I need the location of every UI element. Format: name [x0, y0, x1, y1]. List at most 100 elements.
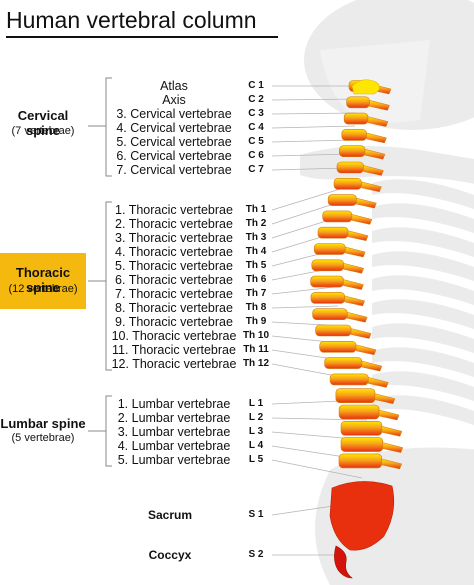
- vertebra-body: [329, 373, 369, 386]
- spinous-process: [351, 214, 373, 225]
- lumbar-spine-label: Lumbar spine: [0, 416, 86, 431]
- spinous-process: [350, 328, 372, 339]
- spinous-process: [381, 425, 403, 437]
- spinous-process: [361, 360, 383, 372]
- vertebra-code: L 4: [248, 440, 264, 451]
- thoracic-count-label: (12 vertebrae): [8, 283, 78, 295]
- vertebra-code: Th 12: [242, 358, 270, 369]
- vertebra-code: Th 5: [245, 260, 267, 271]
- vertebra-label: Axis: [162, 93, 186, 107]
- vertebra-body: [339, 145, 366, 157]
- vertebra-code: Th 11: [243, 344, 269, 355]
- vertebra-code: Th 10: [242, 330, 270, 341]
- group-brackets: [88, 77, 112, 467]
- vertebra-code: L 1: [248, 398, 264, 409]
- vertebral-column: [310, 79, 404, 579]
- vertebra-code: Th 1: [245, 204, 267, 215]
- group-bracket: [88, 395, 112, 467]
- vertebra-label: 12. Thoracic vertebrae: [111, 357, 237, 371]
- vertebra-code: C 2: [248, 94, 264, 105]
- rib-shape: [372, 323, 474, 354]
- rib-shape: [372, 203, 474, 234]
- leader-line: [271, 459, 363, 479]
- vertebra-body: [340, 420, 383, 436]
- vertebra-label: 4. Thoracic vertebrae: [115, 245, 233, 259]
- vertebra-label: 8. Thoracic vertebrae: [115, 301, 233, 315]
- vertebra-body: [340, 437, 384, 452]
- spinous-process: [381, 458, 403, 470]
- vertebra-code: C 5: [248, 136, 264, 147]
- sacrum-code: S 1: [248, 509, 264, 520]
- vertebra-label: 7. Cervical vertebrae: [116, 163, 232, 177]
- vertebra-body: [336, 161, 364, 174]
- leader-line: [271, 167, 347, 171]
- title-underline: [6, 36, 278, 38]
- vertebra-code: L 5: [248, 454, 264, 465]
- spinous-process: [382, 442, 404, 453]
- vertebra-body: [319, 340, 357, 353]
- vertebra-label: 3. Cervical vertebrae: [116, 107, 232, 121]
- spinous-process: [346, 311, 368, 323]
- rib-shape: [372, 299, 474, 330]
- coccyx-shape: [334, 545, 353, 579]
- sacrum-label: Sacrum: [147, 508, 193, 522]
- spinous-process: [374, 393, 396, 404]
- leader-line: [271, 417, 368, 421]
- leader-line: [271, 139, 354, 143]
- vertebra-label: 2. Thoracic vertebrae: [115, 217, 233, 231]
- rib-shape: [372, 275, 474, 306]
- vertebra-label: 3. Lumbar vertebrae: [117, 425, 231, 439]
- vertebra-code: C 1: [248, 80, 264, 91]
- vertebra-body: [338, 404, 380, 420]
- vertebra-code: L 2: [248, 412, 264, 423]
- vertebra-label: 3. Thoracic vertebrae: [115, 231, 233, 245]
- vertebra-body: [317, 226, 349, 239]
- leader-line: [271, 305, 339, 309]
- spinous-process: [344, 295, 365, 307]
- sacrum-shape: [329, 481, 395, 551]
- spinous-process: [343, 279, 364, 290]
- vertebra-label: 4. Lumbar vertebrae: [117, 439, 231, 453]
- leader-line: [271, 125, 356, 129]
- group-bracket: [88, 77, 112, 177]
- vertebra-code: C 3: [248, 108, 264, 119]
- spinous-process: [366, 132, 387, 144]
- vertebra-body: [335, 388, 376, 404]
- vertebra-body: [343, 112, 369, 125]
- spinous-process: [367, 116, 389, 127]
- vertebra-label: 1. Lumbar vertebrae: [117, 397, 231, 411]
- vertebra-label: 1. Thoracic vertebrae: [115, 203, 233, 217]
- spinous-process: [343, 262, 365, 274]
- vertebra-body: [341, 129, 367, 141]
- leader-line: [271, 185, 351, 211]
- thoracic-highlight-box: [0, 253, 86, 309]
- leader-line: [271, 98, 359, 101]
- skeleton-silhouette: [300, 0, 474, 585]
- vertebra-code: C 4: [248, 122, 264, 133]
- vertebra-body: [333, 178, 362, 190]
- vertebra-label: 2. Lumbar vertebrae: [117, 411, 231, 425]
- spinous-process: [361, 181, 382, 193]
- vertebra-label: 9. Thoracic vertebrae: [115, 315, 233, 329]
- leader-line: [271, 286, 336, 295]
- rib-shape: [372, 347, 474, 378]
- thoracic-spine-label: Thoracic spine: [15, 265, 71, 295]
- vertebra-label: 5. Lumbar vertebrae: [117, 453, 231, 467]
- vertebra-body: [327, 194, 357, 206]
- spinous-process: [364, 148, 386, 160]
- vertebra-code: Th 8: [245, 302, 267, 313]
- spinous-process: [368, 377, 389, 388]
- vertebra-label: 11. Thoracic vertebrae: [112, 343, 236, 357]
- coccyx-label: Coccyx: [148, 548, 192, 562]
- lumbar-count-label: (5 vertebrae): [11, 432, 75, 444]
- cervical-spine-label: Cervical spine: [17, 108, 69, 138]
- vertebra-code: C 7: [248, 164, 264, 175]
- vertebra-body: [322, 210, 353, 223]
- vertebra-code: Th 3: [245, 232, 267, 243]
- vertebra-body: [313, 243, 346, 255]
- vertebra-body: [315, 324, 352, 337]
- vertebra-body: [311, 259, 344, 272]
- diagram-title: Human vertebral column: [6, 7, 257, 33]
- vertebra-label: 5. Cervical vertebrae: [116, 135, 232, 149]
